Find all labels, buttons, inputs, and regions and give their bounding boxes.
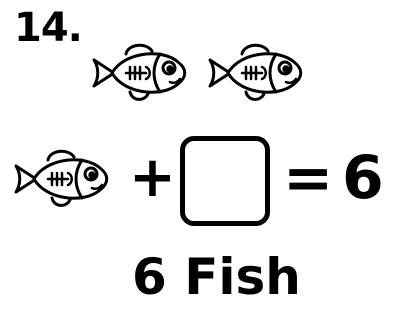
- result-number: 6: [342, 143, 384, 213]
- problem-number: 14.: [14, 5, 83, 51]
- equals-sign: =: [283, 143, 334, 213]
- plus-sign: +: [129, 145, 176, 210]
- answer-text: 6 Fish: [132, 248, 301, 306]
- fish-icon: [12, 144, 112, 214]
- answer-box[interactable]: [180, 136, 270, 226]
- fish-icon: [90, 38, 190, 108]
- fish-icon: [206, 38, 306, 108]
